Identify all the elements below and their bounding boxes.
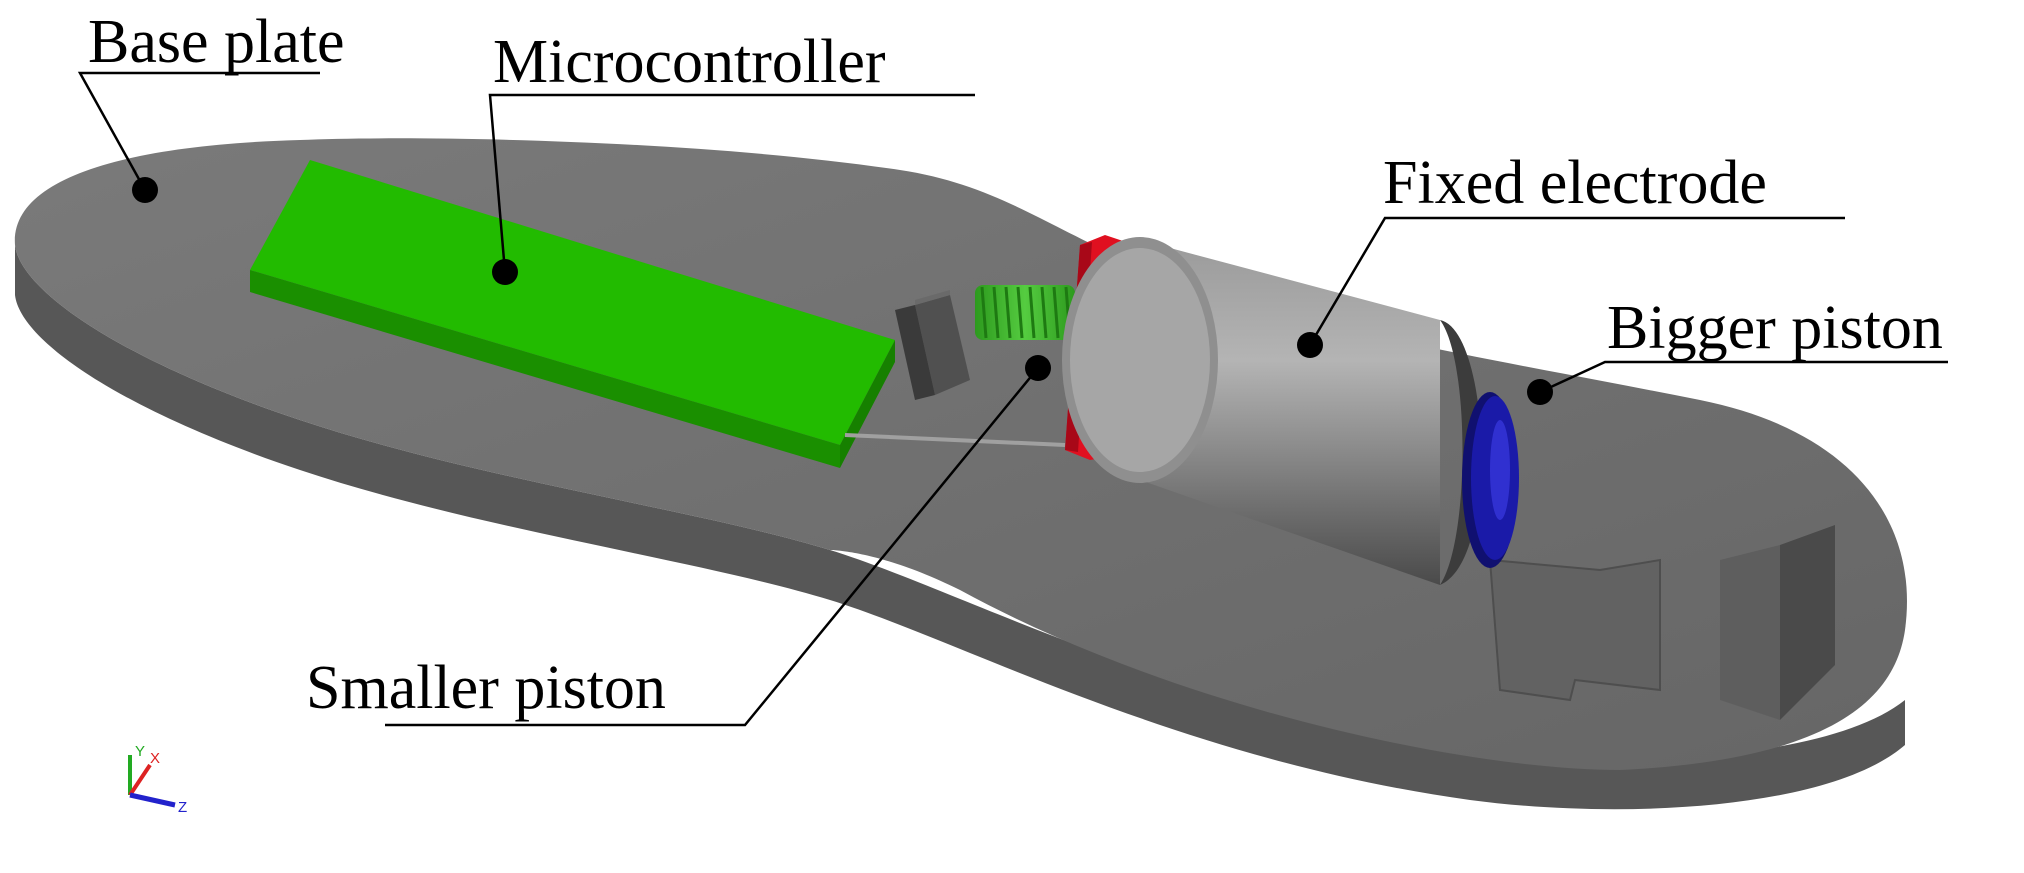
triad-x-label: X bbox=[150, 750, 160, 767]
spring bbox=[975, 285, 1075, 340]
bigger-piston bbox=[1462, 392, 1519, 568]
label-base-plate: Base plate bbox=[88, 8, 345, 76]
callout-fixed-electrode: Fixed electrode bbox=[1297, 149, 1845, 358]
end-stop-block-face bbox=[1720, 545, 1780, 720]
axis-triad: Y X Z bbox=[128, 743, 187, 816]
end-stop-block bbox=[1780, 525, 1835, 720]
triad-z-axis bbox=[129, 792, 176, 808]
callout-base-plate: Base plate bbox=[77, 8, 345, 203]
base-plate-step bbox=[1488, 558, 1661, 702]
label-bigger-piston: Bigger piston bbox=[1607, 294, 1943, 362]
wire bbox=[844, 433, 1066, 447]
callout-microcontroller: Microcontroller bbox=[488, 28, 975, 285]
fixed-electrode-cylinder bbox=[1062, 237, 1482, 585]
board-side bbox=[250, 270, 840, 468]
triad-z-label: Z bbox=[178, 799, 187, 816]
label-smaller-piston: Smaller piston bbox=[306, 654, 666, 722]
callout-bigger-piston: Bigger piston bbox=[1527, 294, 1948, 405]
board-top bbox=[250, 160, 895, 445]
triad-y-label: Y bbox=[135, 743, 145, 760]
callout-smaller-piston: Smaller piston bbox=[306, 355, 1051, 727]
label-fixed-electrode: Fixed electrode bbox=[1383, 149, 1767, 217]
triad-x-axis bbox=[128, 763, 152, 797]
label-microcontroller: Microcontroller bbox=[493, 28, 886, 96]
spring-post bbox=[895, 290, 970, 400]
